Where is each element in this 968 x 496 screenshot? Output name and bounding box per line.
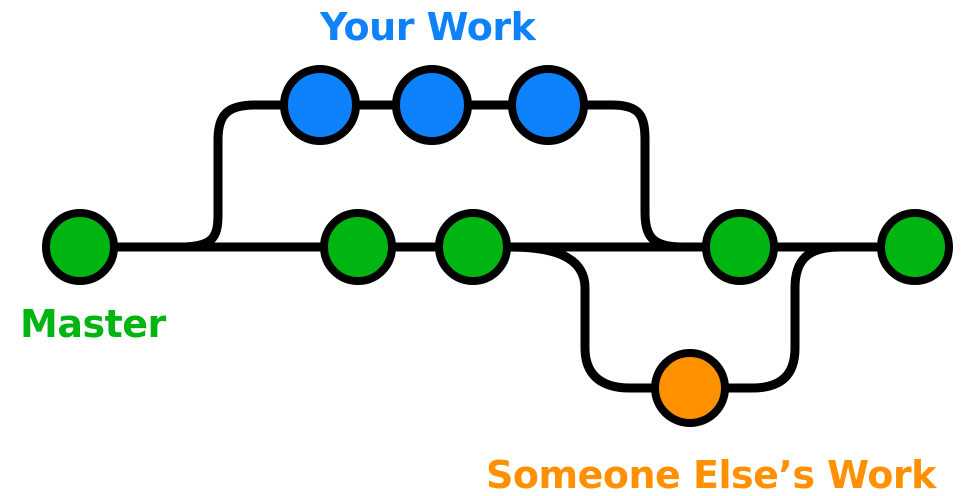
branch-label-someone-else-work: Someone Else’s Work [486, 453, 937, 496]
someone-else-commit-group [651, 349, 729, 427]
edge-branch-down-to-someone-else [505, 242, 635, 393]
master-commit-group [42, 209, 953, 285]
commit-node-your-work-3[interactable] [508, 65, 588, 145]
edge-merge-your-work-into-master [607, 100, 687, 252]
commit-node-someone-else-1[interactable] [651, 349, 729, 427]
your-work-commit-group [280, 65, 588, 145]
commit-node-your-work-2[interactable] [392, 65, 472, 145]
commit-node-your-work-1[interactable] [280, 65, 360, 145]
branch-label-master: Master [20, 302, 167, 346]
commit-node-master-3[interactable] [435, 209, 511, 285]
branch-label-your-work: Your Work [319, 5, 537, 49]
commit-node-master-5[interactable] [877, 209, 953, 285]
commit-node-master-4[interactable] [702, 209, 778, 285]
commit-node-master-1[interactable] [42, 209, 118, 285]
edge-branch-up-to-your-work [175, 100, 260, 252]
commit-node-master-2[interactable] [320, 209, 396, 285]
edge-merge-someone-else-into-master [747, 242, 845, 393]
